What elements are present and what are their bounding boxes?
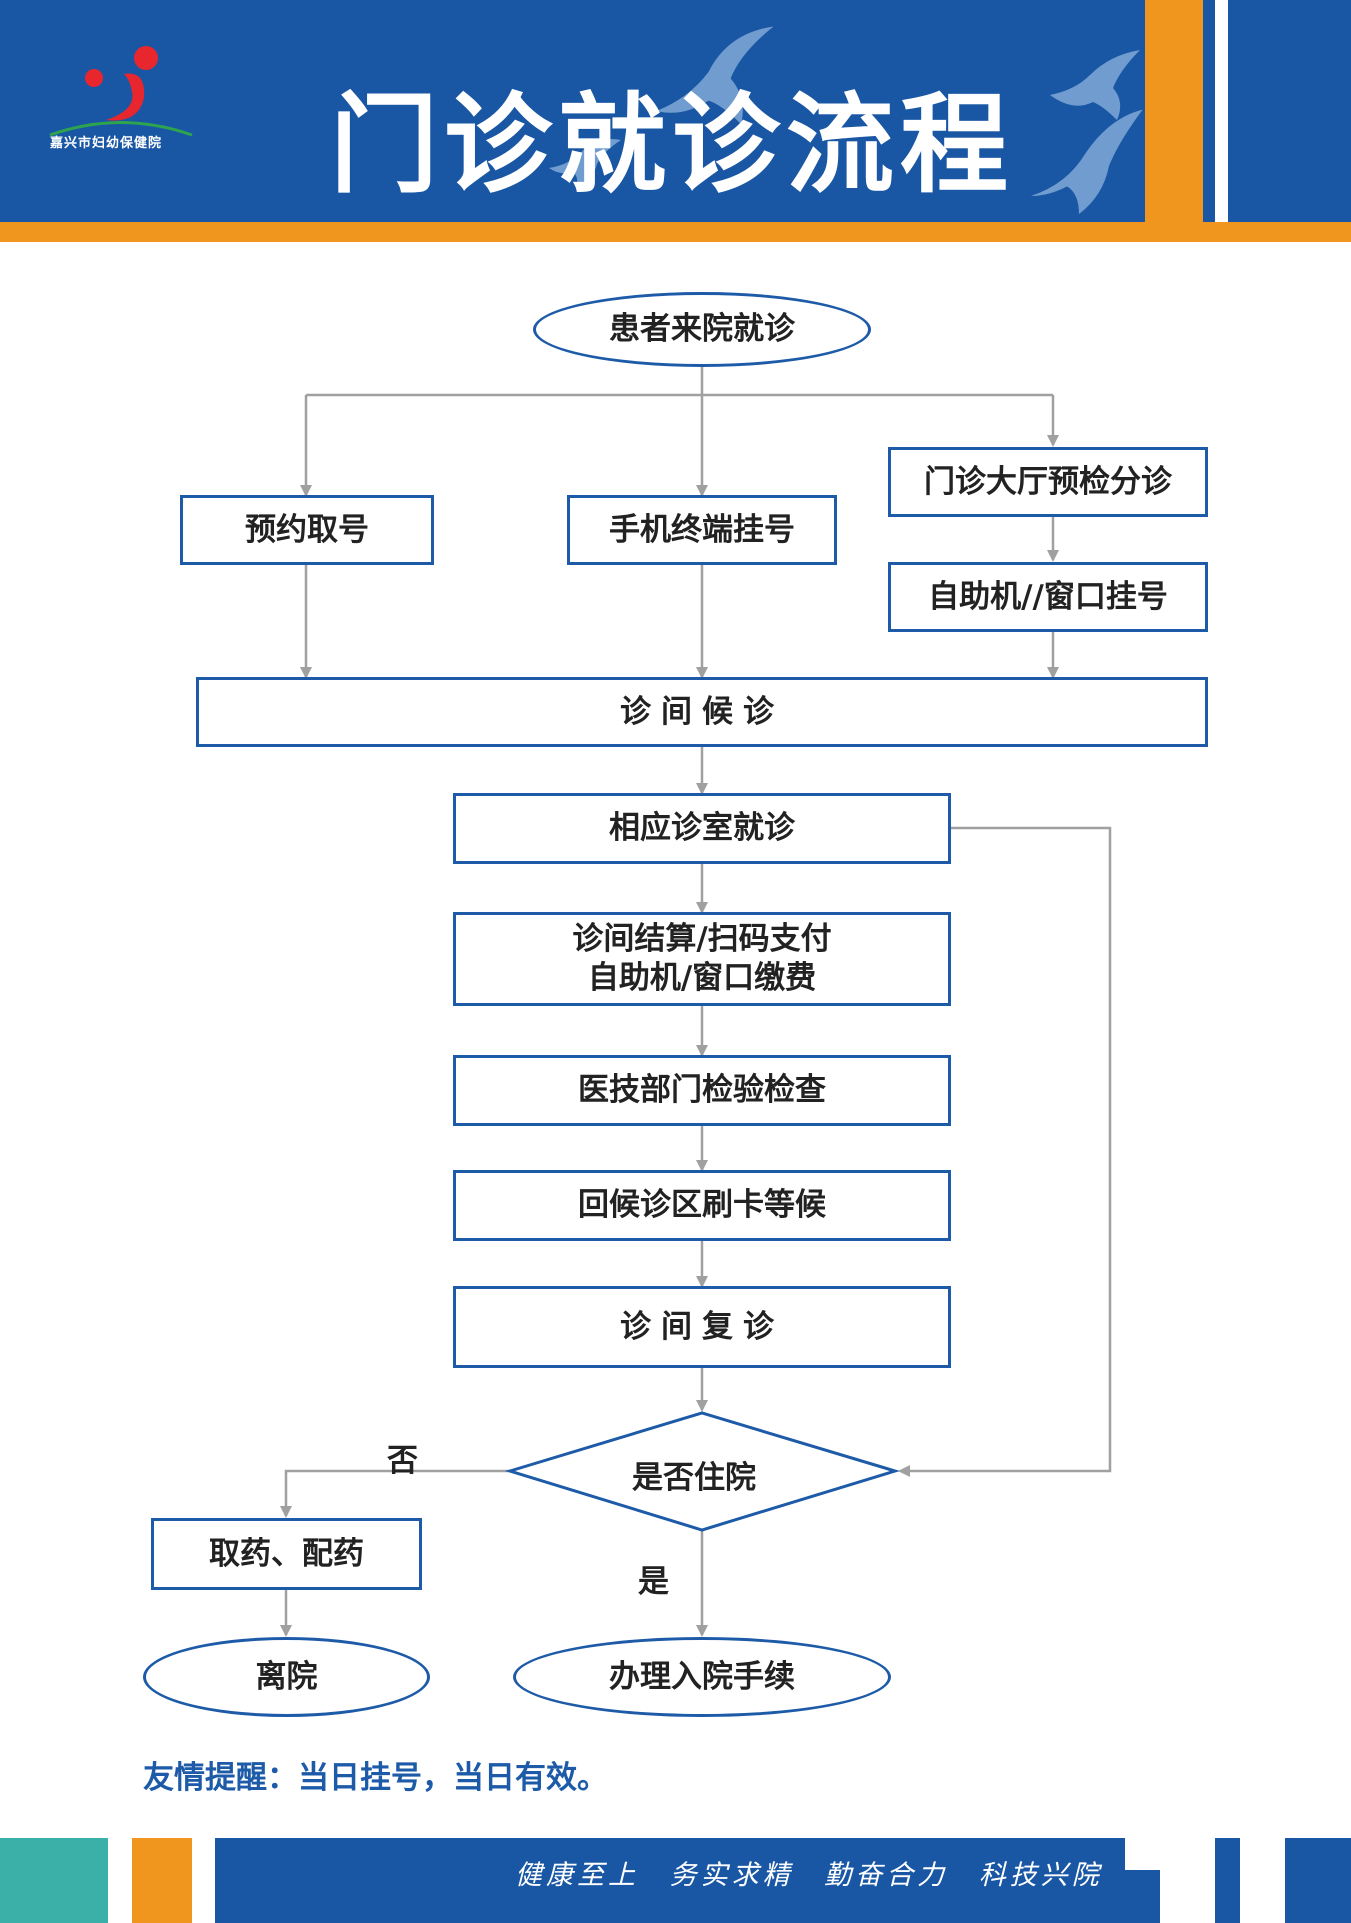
header-white-bar <box>1215 0 1228 222</box>
header-banner: 嘉兴市妇幼保健院 门诊就诊流程 <box>0 0 1351 222</box>
revisit-box: 诊间复诊 <box>453 1286 951 1368</box>
connector-line <box>280 1469 510 1518</box>
bird-icon <box>549 139 621 188</box>
return-wait-box: 回候诊区刷卡等候 <box>453 1170 951 1241</box>
bird-icon <box>1031 109 1143 214</box>
medicine-box: 取药、配药 <box>151 1518 422 1590</box>
consult-box: 相应诊室就诊 <box>453 793 951 864</box>
bird-icon <box>1050 50 1140 120</box>
payment-box: 诊间结算/扫码支付 自助机/窗口缴费 <box>453 912 951 1006</box>
triage-box: 门诊大厅预检分诊 <box>888 447 1208 517</box>
mobile-register-box: 手机终端挂号 <box>567 495 837 565</box>
appointment-box: 预约取号 <box>180 495 434 565</box>
hospital-logo <box>49 46 193 137</box>
connector-line <box>898 826 1112 1477</box>
payment-line2: 自助机/窗口缴费 <box>587 960 817 996</box>
start-node: 患者来院就诊 <box>533 292 871 367</box>
footer-decoration <box>1125 1838 1215 1870</box>
page-title: 门诊就诊流程 <box>330 83 1015 208</box>
footer-orange-block <box>132 1838 192 1923</box>
header-stripe <box>0 222 1351 242</box>
payment-line1: 诊间结算/扫码支付 <box>572 921 832 958</box>
header-orange-bar <box>1145 0 1203 222</box>
admission-node: 办理入院手续 <box>513 1637 891 1717</box>
logo-text: 嘉兴市妇幼保健院 <box>50 136 163 151</box>
decision-label: 是否住院 <box>632 1460 756 1496</box>
footer-decoration <box>1240 1838 1285 1923</box>
exam-box: 医技部门检验检查 <box>453 1055 951 1126</box>
bird-icon <box>656 26 774 124</box>
self-service-register-box: 自助机//窗口挂号 <box>888 562 1208 632</box>
yes-branch-label: 是 <box>638 1564 669 1600</box>
leave-node: 离院 <box>143 1637 430 1717</box>
footer-decoration <box>1160 1870 1215 1923</box>
waiting-box: 诊间候诊 <box>196 677 1208 747</box>
no-branch-label: 否 <box>387 1443 418 1479</box>
footer-motto: 健康至上 务实求精 勤奋合力 科技兴院 <box>515 1860 1103 1891</box>
friendly-reminder: 友情提醒：当日挂号，当日有效。 <box>143 1760 608 1796</box>
decision-diamond <box>504 1411 901 1532</box>
footer-teal-block <box>0 1838 108 1923</box>
